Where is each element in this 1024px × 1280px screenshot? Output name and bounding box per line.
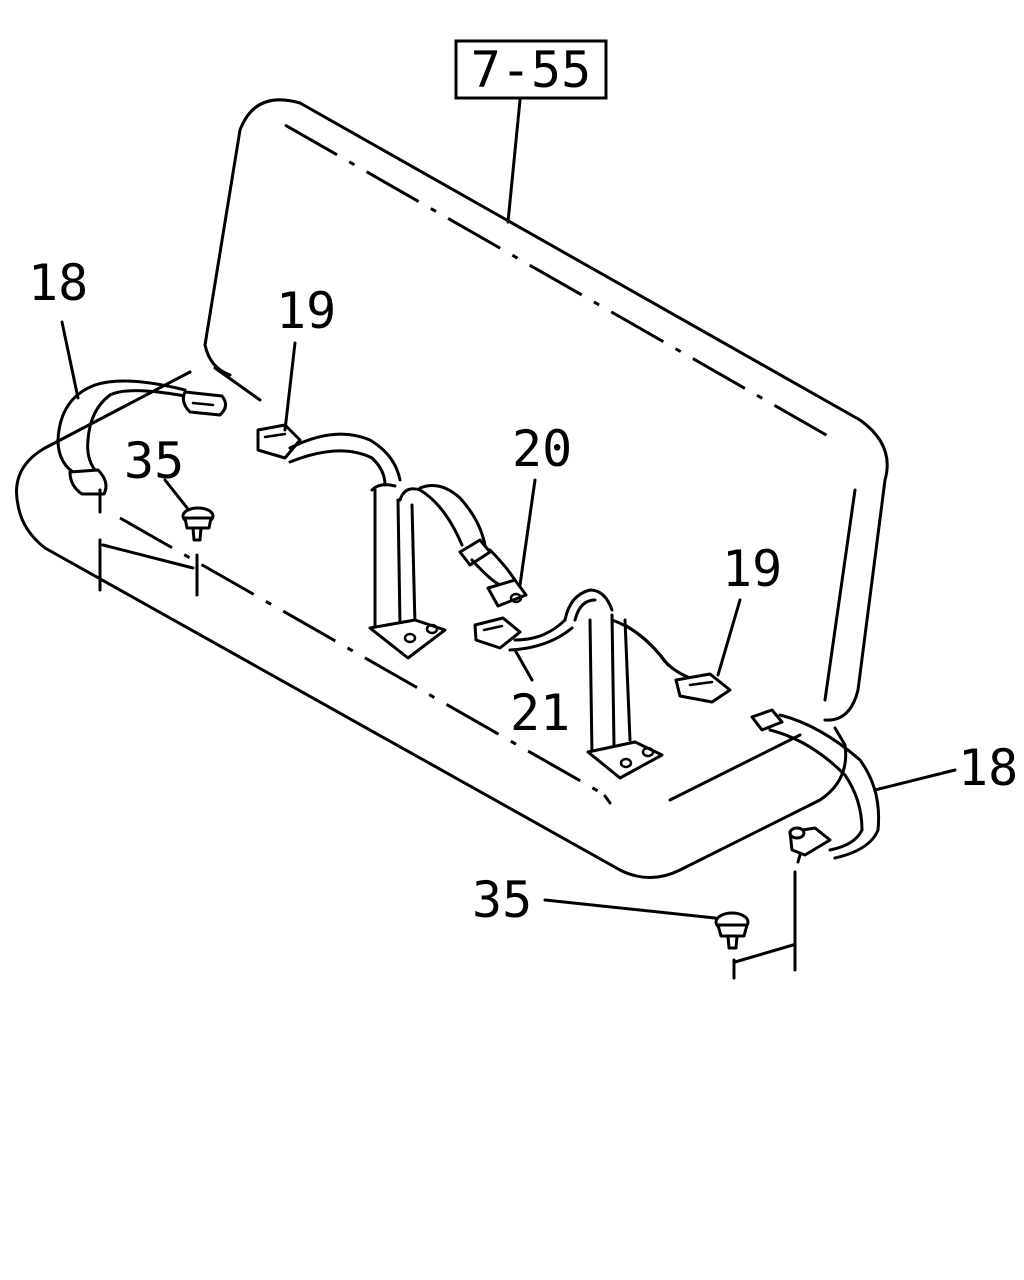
buckle-right-leader — [716, 598, 742, 677]
label-belt-left: 18 — [28, 254, 88, 312]
clip-left-leader — [163, 478, 190, 511]
label-belt-right: 18 — [958, 739, 1018, 797]
belt-left — [56, 379, 227, 597]
latch-center-leader — [518, 478, 537, 587]
belt-right-leader — [873, 768, 957, 792]
clip-left — [163, 478, 215, 542]
label-latch-lower: 21 — [510, 684, 570, 742]
reference-box: 7-55 — [454, 39, 608, 224]
center-mount-left — [368, 483, 492, 660]
buckle-left — [256, 341, 402, 487]
label-buckle-left: 19 — [276, 282, 336, 340]
clip-right — [543, 870, 797, 980]
label-latch-center: 20 — [512, 420, 572, 478]
latch-lower-leader — [513, 648, 534, 682]
clip-right-leader — [543, 898, 717, 920]
reference-leader — [506, 98, 522, 224]
reference-box-label: 7-55 — [471, 41, 591, 99]
latch-center — [470, 478, 537, 608]
center-mount-right — [563, 588, 664, 780]
label-buckle-right: 19 — [722, 540, 782, 598]
label-clip-right: 35 — [472, 871, 532, 929]
buckle-left-leader — [283, 341, 297, 432]
seat-back — [203, 98, 889, 722]
latch-lower — [473, 616, 574, 682]
buckle-right — [610, 598, 742, 704]
belt-left-leader — [60, 320, 80, 400]
belt-right — [750, 708, 957, 864]
label-clip-left: 35 — [124, 432, 184, 490]
